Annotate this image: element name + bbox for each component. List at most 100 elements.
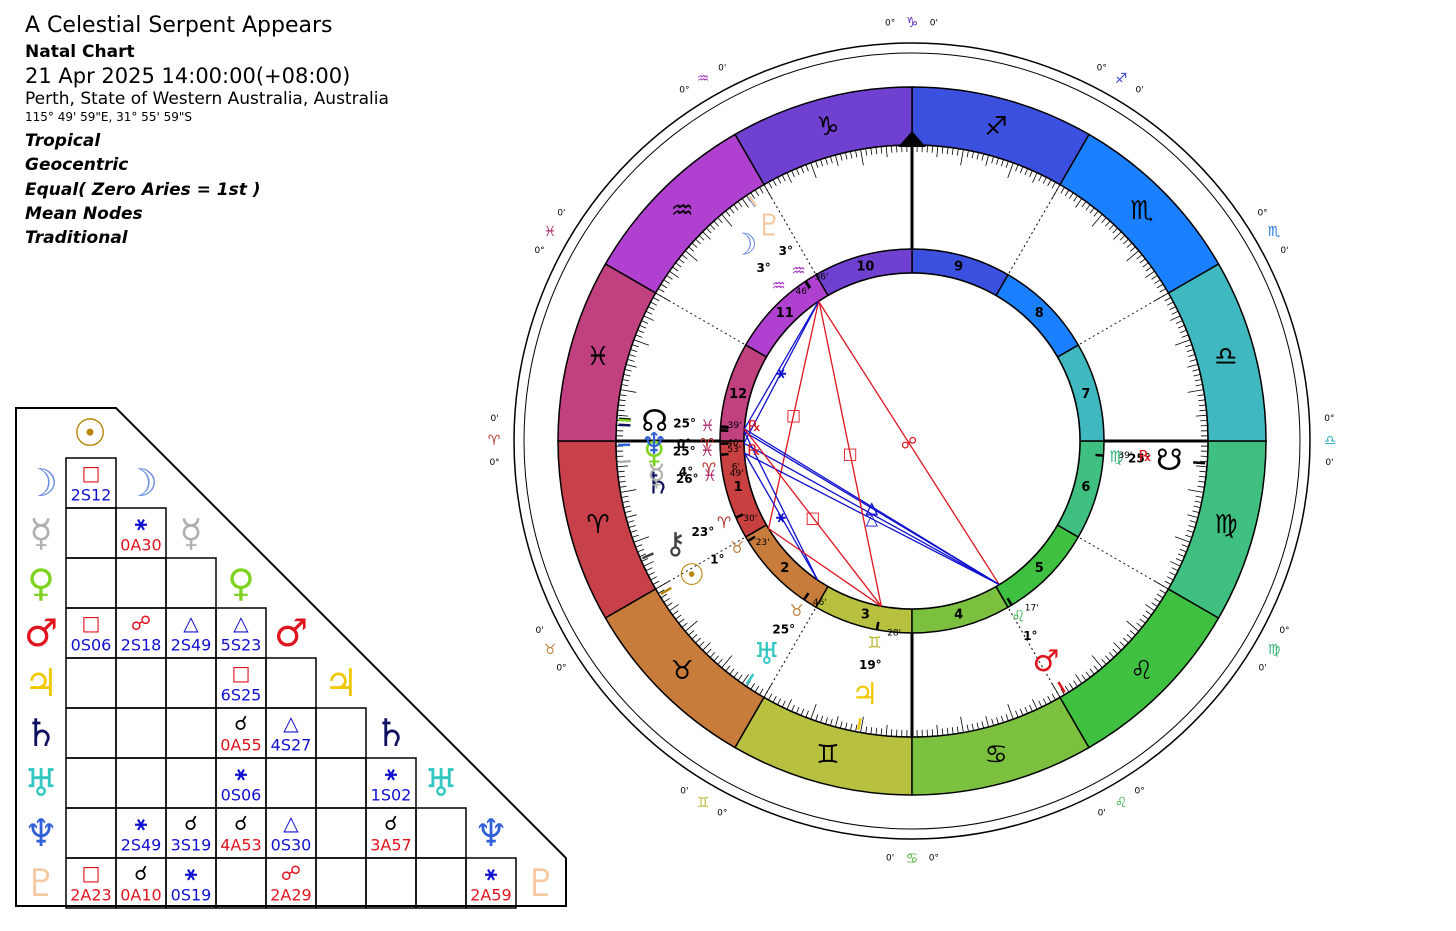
cusp-minute: 0' <box>1136 85 1144 95</box>
planet-zodiac-tick <box>618 459 631 464</box>
degree-tick <box>860 716 864 733</box>
aspect-line-glyph-icon: △ <box>866 509 879 528</box>
moon-icon: ☽ <box>731 228 758 263</box>
degree-tick <box>1032 172 1038 183</box>
aspect-line <box>743 301 820 444</box>
sign-division-line <box>1007 184 1061 275</box>
aspect-orb: 0A10 <box>120 886 161 905</box>
uranus-grid-diagonal-icon: ♅ <box>424 761 458 805</box>
aspect-line <box>767 301 820 529</box>
degree-tick <box>1108 224 1115 230</box>
aspect-glyph-icon: ⚹ <box>185 861 197 885</box>
aspect-grid: ☉☽☽☿☿♀♀♂♂♃♃♄♄♅♅♆♆♇♇□2S12⚹0A30□0S06☍2S18△… <box>15 407 567 909</box>
degree-tick <box>1151 275 1158 280</box>
jupiter-grid-diagonal-icon: ♃ <box>324 661 358 705</box>
aspect-cell <box>165 757 217 809</box>
degree-tick <box>1081 201 1087 208</box>
degree-tick <box>830 718 833 726</box>
outer-ring <box>513 42 1311 840</box>
degree-tick <box>1192 510 1200 513</box>
degree-tick <box>966 724 969 732</box>
chiron-sign-icon: ♈ <box>717 513 731 532</box>
uranus-grid-row-icon: ♅ <box>24 761 58 805</box>
degree-tick <box>971 151 974 159</box>
degree-tick <box>946 147 949 155</box>
degree-tick <box>763 184 773 199</box>
planet-position-tick <box>720 452 729 456</box>
setting-perspective: Geocentric <box>25 155 129 176</box>
aspect-orb: 2S18 <box>121 636 162 655</box>
inner-field <box>615 144 1209 738</box>
zodiac-sign-icon: ♋ <box>984 740 1007 770</box>
degree-tick <box>946 727 949 735</box>
neptune-degree: 0° <box>677 437 691 451</box>
degree-tick <box>1007 162 1014 179</box>
degree-tick <box>663 598 670 603</box>
planet-zodiac-tick <box>748 195 757 207</box>
degree-tick <box>1179 548 1187 553</box>
house-number: 10 <box>856 260 874 275</box>
degree-tick <box>706 227 712 234</box>
degree-tick <box>1170 315 1181 321</box>
north-node-degree: 25° <box>673 417 696 431</box>
degree-tick <box>941 728 944 736</box>
degree-tick <box>1112 648 1118 655</box>
degree-tick <box>631 534 639 538</box>
planet-zodiac-tick <box>618 418 631 422</box>
degree-tick <box>772 695 777 703</box>
degree-tick <box>815 714 819 722</box>
aspect-orb: 4S27 <box>271 736 312 755</box>
degree-tick <box>630 349 638 353</box>
planet-position-tick <box>802 592 810 601</box>
degree-tick <box>669 604 679 612</box>
degree-tick <box>635 544 643 548</box>
jupiter-degree: 19° <box>859 658 882 672</box>
aspect-line <box>818 300 1000 585</box>
neptune-icon: ♆ <box>641 427 668 462</box>
degree-tick <box>650 576 658 581</box>
degree-tick <box>966 150 969 158</box>
aspect-line-glyph-icon: ⚹ <box>776 507 786 526</box>
degree-tick <box>759 187 764 194</box>
saturn-grid-diagonal-icon: ♄ <box>374 711 408 755</box>
planet-zodiac-tick <box>1057 681 1066 693</box>
degree-tick <box>1145 604 1155 612</box>
degree-tick <box>619 485 627 488</box>
aspect-cell <box>65 557 117 609</box>
degree-tick <box>1187 489 1204 493</box>
zodiac-sign-icon: ♐ <box>984 112 1007 142</box>
house-number: 7 <box>1081 387 1090 402</box>
mars-sign-icon: ♌ <box>1011 607 1025 626</box>
degree-tick <box>672 610 679 616</box>
degree-tick <box>750 683 755 690</box>
aspect-cell <box>65 707 117 759</box>
degree-tick <box>1198 480 1206 483</box>
degree-tick <box>1126 620 1140 632</box>
degree-tick <box>695 238 701 245</box>
cusp-minute: 0' <box>1258 664 1266 674</box>
degree-tick <box>1199 409 1207 412</box>
degree-tick <box>791 170 795 178</box>
aspect-orb: 2S12 <box>71 486 112 505</box>
degree-tick <box>1085 204 1091 211</box>
house-number: 8 <box>1035 306 1044 321</box>
cusp-sign-icon: ♑ <box>906 15 919 31</box>
degree-tick <box>678 258 685 264</box>
degree-tick <box>1119 235 1126 241</box>
degree-tick <box>835 154 839 166</box>
south-node-degree: 25° <box>1128 451 1151 465</box>
degree-tick <box>1159 589 1166 594</box>
venus-sign-icon: ♓ <box>700 441 714 460</box>
degree-tick <box>1073 680 1078 687</box>
aspect-orb: 0A55 <box>220 736 261 755</box>
venus-icon: ♀ <box>643 435 665 470</box>
degree-tick <box>981 153 984 161</box>
neptune-grid-diagonal-icon: ♆ <box>474 811 508 855</box>
degree-tick <box>624 369 632 372</box>
degree-tick <box>684 250 698 262</box>
degree-tick <box>763 683 773 698</box>
degree-tick <box>1091 213 1103 227</box>
degree-tick <box>1129 630 1136 636</box>
degree-tick <box>985 716 989 728</box>
sign-division-line <box>763 184 817 275</box>
